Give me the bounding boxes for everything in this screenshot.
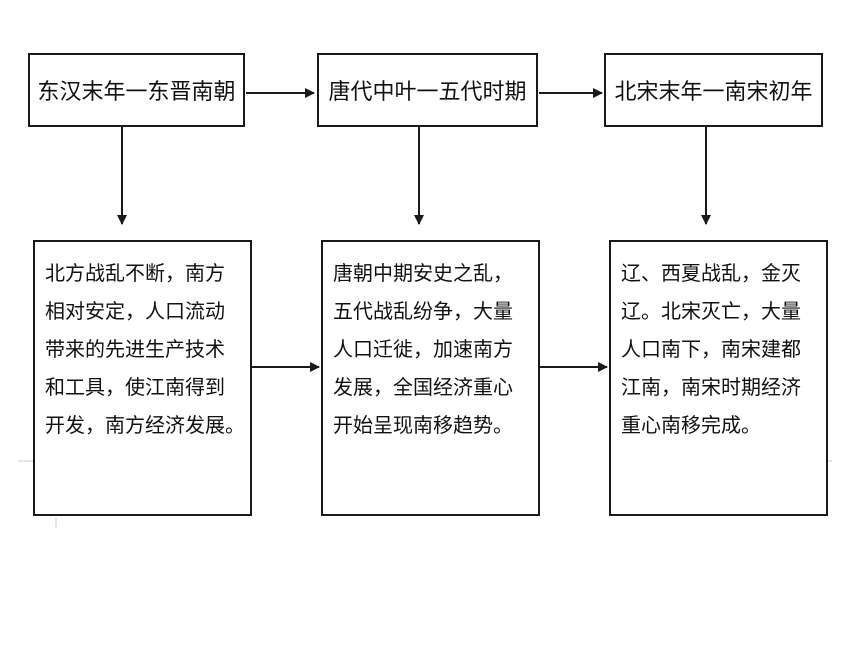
description-box-3: 辽、西夏战乱，金灭 辽。北宋灭亡，大量 人口南下，南宋建都 江南，南宋时期经济 … [609, 240, 828, 516]
description-2-line-2: 五代战乱纷争，大量 [333, 299, 513, 323]
description-box-2: 唐朝中期安史之乱， 五代战乱纷争，大量 人口迁徙，加速南方 发展，全国经济重心 … [321, 240, 540, 516]
period-box-2: 唐代中叶一五代时期 [317, 53, 538, 127]
description-1-line-3: 带来的先进生产技术 [45, 337, 225, 361]
description-3-line-2: 辽。北宋灭亡，大量 [621, 299, 801, 323]
description-3-line-1: 辽、西夏战乱，金灭 [621, 261, 801, 285]
description-1-line-2: 相对安定，人口流动 [45, 299, 225, 323]
description-3-line-3: 人口南下，南宋建都 [621, 337, 801, 361]
description-2-line-3: 人口迁徙，加速南方 [333, 337, 513, 361]
description-2-line-5: 开始呈现南移趋势。 [333, 413, 513, 437]
description-2-line-4: 发展，全国经济重心 [333, 375, 513, 399]
period-box-3: 北宋末年一南宋初年 [604, 53, 823, 127]
description-3-line-4: 江南，南宋时期经济 [621, 375, 801, 399]
period-label-3: 北宋末年一南宋初年 [614, 80, 813, 105]
period-label-2: 唐代中叶一五代时期 [328, 80, 527, 105]
description-1-line-4: 和工具，使江南得到 [45, 375, 225, 399]
description-1-line-1: 北方战乱不断，南方 [45, 261, 225, 285]
description-2-line-1: 唐朝中期安史之乱， [333, 261, 513, 285]
period-label-1: 东汉末年一东晋南朝 [37, 80, 236, 105]
description-1-line-5: 开发，南方经济发展。 [45, 413, 245, 437]
description-box-1: 北方战乱不断，南方 相对安定，人口流动 带来的先进生产技术 和工具，使江南得到 … [33, 240, 252, 516]
description-3-line-5: 重心南移完成。 [621, 413, 761, 437]
period-box-1: 东汉末年一东晋南朝 [28, 53, 245, 127]
